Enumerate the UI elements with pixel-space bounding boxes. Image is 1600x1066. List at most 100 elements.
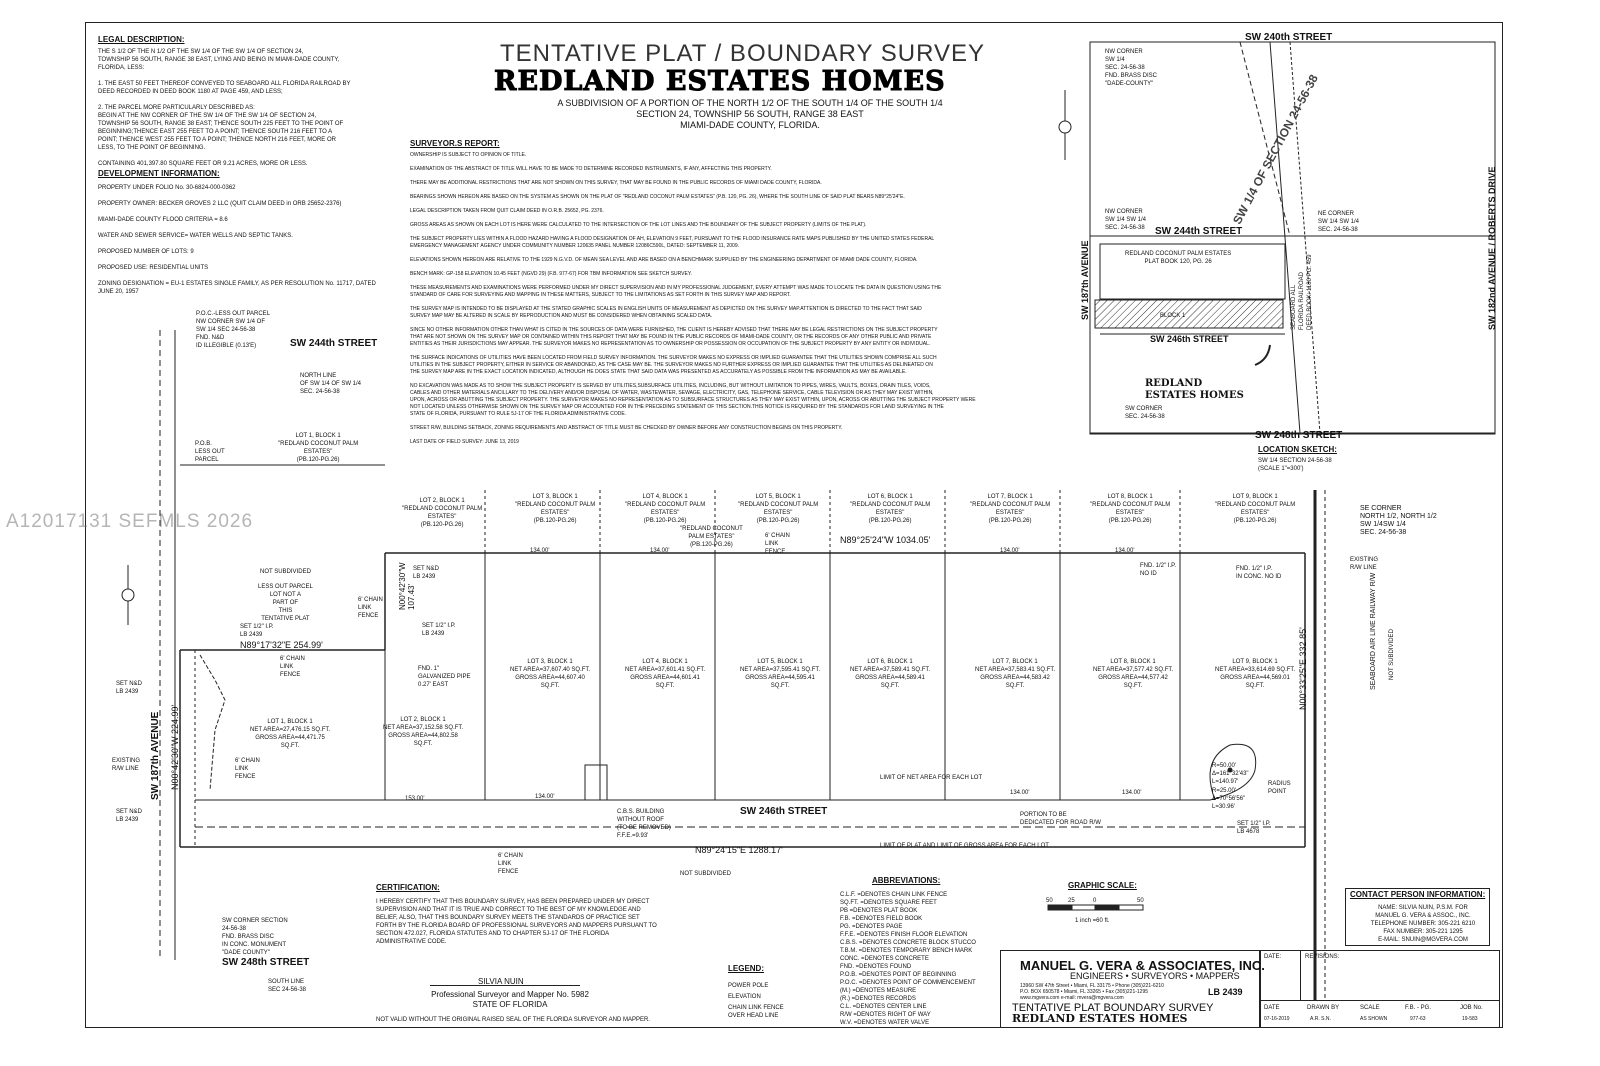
loc-street-244: SW 244th STREET	[1155, 226, 1243, 237]
project-title-block: TENTATIVE PLAT BOUNDARY SURVEY	[1012, 1002, 1214, 1014]
watermark: A12017131 SEFMLS 2026	[6, 511, 254, 532]
cert-signer: SILVIA NUIN	[478, 977, 524, 986]
tb-header-job: JOB No.	[1460, 1005, 1483, 1011]
lot-5-area: LOT 5, BLOCK 1 NET AREA=37,595.41 SQ.FT.…	[740, 659, 821, 689]
galv-pipe-label: FND. 1" GALVANIZED PIPE 0.27' EAST	[418, 666, 471, 688]
abbrev-8: CONC. =DENOTES CONCRETE	[840, 956, 929, 962]
bearing-north: N89°25'24"W 1034.05'	[840, 535, 931, 545]
se-corner-label: SE CORNER NORTH 1/2, NORTH 1/2 SW 1/4SW …	[1360, 505, 1437, 536]
loc-plat-label: REDLAND COCONUT PALM ESTATES PLAT BOOK 1…	[1125, 251, 1232, 265]
less-out-label: LESS OUT PARCEL LOT NOT A PART OF THIS T…	[258, 584, 313, 622]
set-ip-label-2: SET 1/2" I.P. LB 2439	[422, 623, 456, 637]
loc-block: BLOCK 1	[1160, 313, 1186, 319]
abbrev-16: W.V. =DENOTES WATER VALVE	[840, 1020, 930, 1026]
tb-header-drawn: DRAWN BY	[1307, 1005, 1340, 1011]
plat-lot1-label: LOT 1, BLOCK 1 "REDLAND COCONUT PALM EST…	[278, 433, 359, 463]
plat-block	[1099, 243, 1286, 300]
loc-street-248: SW 248th STREET	[1255, 430, 1343, 441]
tb-header-date: DATE	[1264, 1005, 1280, 1011]
revisions-label: REVISIONS:	[1305, 954, 1340, 960]
street-sw248: SW 248th STREET	[222, 957, 310, 968]
street-railway: SEABOARD AIR LINE RAILWAY R/W	[1370, 572, 1377, 690]
abbrev-7: T.B.M. =DENOTES TEMPORARY BENCH MARK	[840, 948, 973, 954]
limit-plat-label: LIMIT OF PLAT AND LIMIT OF GROSS AREA FO…	[880, 843, 1049, 849]
chain-fence-label-5: 6' CHAIN LINK FENCE	[765, 533, 790, 555]
dim-lot-8-south: 134.00'	[1122, 790, 1142, 796]
plat-lot-2: LOT 2, BLOCK 1 "REDLAND COCONUT PALM EST…	[402, 498, 483, 528]
dim-lot-3-south: 134.00'	[535, 794, 555, 800]
bearing-west: N00°42'30"W 224.99'	[170, 704, 180, 790]
lot-7-area: LOT 7, BLOCK 1 NET AREA=37,583.41 SQ.FT.…	[975, 659, 1056, 689]
legend-overhead: OVER HEAD LINE	[728, 1013, 779, 1019]
lot-9-area: LOT 9, BLOCK 1 NET AREA=33,614.69 SQ.FT.…	[1215, 659, 1296, 689]
cbs-building	[584, 764, 608, 801]
graphic-scale-heading: GRAPHIC SCALE:	[1068, 881, 1137, 890]
limit-net-label: LIMIT OF NET AREA FOR EACH LOT	[880, 775, 983, 781]
lot-2-area: LOT 2, BLOCK 1 NET AREA=37,152.58 SQ.FT.…	[383, 717, 464, 747]
abbrev-12: (M.) =DENOTES MEASURE	[840, 988, 917, 994]
plat-lot-4: LOT 4, BLOCK 1 "REDLAND COCONUT PALM EST…	[625, 494, 706, 524]
bearing-east: N00°33'25"E 332.85'	[1298, 627, 1308, 710]
loc-sw-corner: SW CORNER SEC. 24-56-38	[1125, 406, 1165, 420]
plat-lot-8: LOT 8, BLOCK 1 "REDLAND COCONUT PALM EST…	[1090, 494, 1171, 524]
company-name: MANUEL G. VERA & ASSOCIATES, INC.	[1020, 958, 1265, 973]
plat-lot-6: LOT 6, BLOCK 1 "REDLAND COCONUT PALM EST…	[850, 494, 931, 524]
abbrev-0: C.L.F. =DENOTES CHAIN LINK FENCE	[840, 892, 948, 898]
plat-lot-9: LOT 9, BLOCK 1 "REDLAND COCONUT PALM EST…	[1215, 494, 1296, 524]
scale-tick-50a: 50	[1046, 898, 1053, 904]
fnd-ip-label: FND. 1/2" I.P. NO ID	[1140, 563, 1177, 577]
tb-value-fb: 977-63	[1410, 1016, 1426, 1022]
abbrev-13: (R.) =DENOTES RECORDS	[840, 996, 916, 1002]
contact-box	[1345, 888, 1490, 946]
north-arrow-icon-2	[123, 581, 133, 591]
existing-rw-right: EXISTING R/W LINE	[1350, 557, 1379, 571]
abbrev-6: C.B.S. =DENOTES CONCRETE BLOCK STUCCO	[840, 940, 976, 946]
abbrev-9: FND. =DENOTES FOUND	[840, 964, 912, 970]
scale-tick-25: 25	[1068, 898, 1075, 904]
abbrev-14: C.L. =DENOTES CENTER LINE	[840, 1004, 927, 1010]
portion-dedicated-label: PORTION TO BE DEDICATED FOR ROAD R/W	[1020, 812, 1101, 826]
loc-ne-corner: NE CORNER SW 1/4 SW 1/4 SEC. 24-56-38	[1318, 211, 1360, 233]
graphic-scale-caption: 1 inch =60 ft.	[1075, 918, 1110, 924]
bearing-less-out-top: N89°17'32"E 254.99'	[240, 640, 323, 650]
fnd-ip-conc-label: FND. 1/2" I.P. IN CONC. NO ID	[1236, 566, 1282, 580]
chain-fence-label-4: 6' CHAIN LINK FENCE	[498, 853, 523, 875]
signature-line	[430, 985, 580, 986]
page-title: TENTATIVE PLAT / BOUNDARY SURVEY	[500, 40, 986, 67]
not-subdivided-bottom: NOT SUBDIVIDED	[680, 871, 731, 877]
tb-header-scale: SCALE	[1360, 1005, 1380, 1011]
loc-railroad: SEABOARD ALL FLORIDA RAILROAD DEED BOOK:…	[1291, 254, 1313, 330]
drawing-frame	[85, 22, 1503, 1028]
tb-value-scale: AS SHOWN	[1360, 1016, 1388, 1022]
dim-lot-7: 134.00'	[1000, 548, 1020, 554]
legend-heading: LEGEND:	[728, 964, 764, 973]
project-title: REDLAND ESTATES HOMES	[494, 66, 946, 98]
company-lb: LB 2439	[1208, 987, 1243, 997]
loc-caption: LOCATION SKETCH:	[1258, 445, 1337, 454]
project-subtitle: A SUBDIVISION OF A PORTION OF THE NORTH …	[557, 98, 943, 130]
cert-footer: NOT VALID WITHOUT THE ORIGINAL RAISED SE…	[376, 1017, 650, 1023]
dim-lot-3: 134.00'	[530, 548, 550, 554]
tb-header-fb: F.B. - PG.	[1405, 1005, 1432, 1011]
cert-signer-title: Professional Surveyor and Mapper No. 598…	[431, 990, 589, 1009]
loc-caption2: SW 1/4 SECTION 24-56-38 (SCALE 1"=300')	[1258, 458, 1332, 472]
abbrev-1: SQ.FT. =DENOTES SQUARE FEET	[840, 900, 937, 906]
radius-point-label: RADIUS POINT	[1268, 781, 1291, 795]
set-ip-4678-label: SET 1/2" I.P. LB 4678	[1237, 821, 1271, 835]
set-nd-left: SET N&D LB 2439	[116, 681, 142, 695]
abbrev-3: F.B. =DENOTES FIELD BOOK	[840, 916, 923, 922]
report-body: OWNERSHIP IS SUBJECT TO OPINION OF TITLE…	[410, 152, 976, 445]
dim-lot-2-south: 153.00'	[405, 796, 425, 802]
chain-fence-label-3: 6' CHAIN LINK FENCE	[235, 758, 260, 780]
abbrev-5: F.F.E. =DENOTES FINISH FLOOR ELEVATION	[840, 932, 968, 938]
loc-nw-corner: NW CORNER SW 1/4 SEC. 24-56-38 FND. BRAS…	[1105, 49, 1158, 87]
company-box	[1000, 950, 1260, 1028]
not-subdivided-right: NOT SUBDIVIDED	[1389, 629, 1395, 680]
existing-rw-left: EXISTING R/W LINE	[112, 758, 141, 772]
tb-value-drawn: A.R. S.N.	[1310, 1016, 1331, 1022]
contact-body: NAME: SILVIA NUIN, P.S.M. FOR MANUEL G. …	[1370, 905, 1476, 943]
contact-heading: CONTACT PERSON INFORMATION:	[1350, 890, 1486, 899]
revision-box	[1260, 950, 1500, 1028]
cbs-building-label: C.B.S. BUILDING WITHOUT ROOF (TO BE REMO…	[617, 809, 671, 839]
